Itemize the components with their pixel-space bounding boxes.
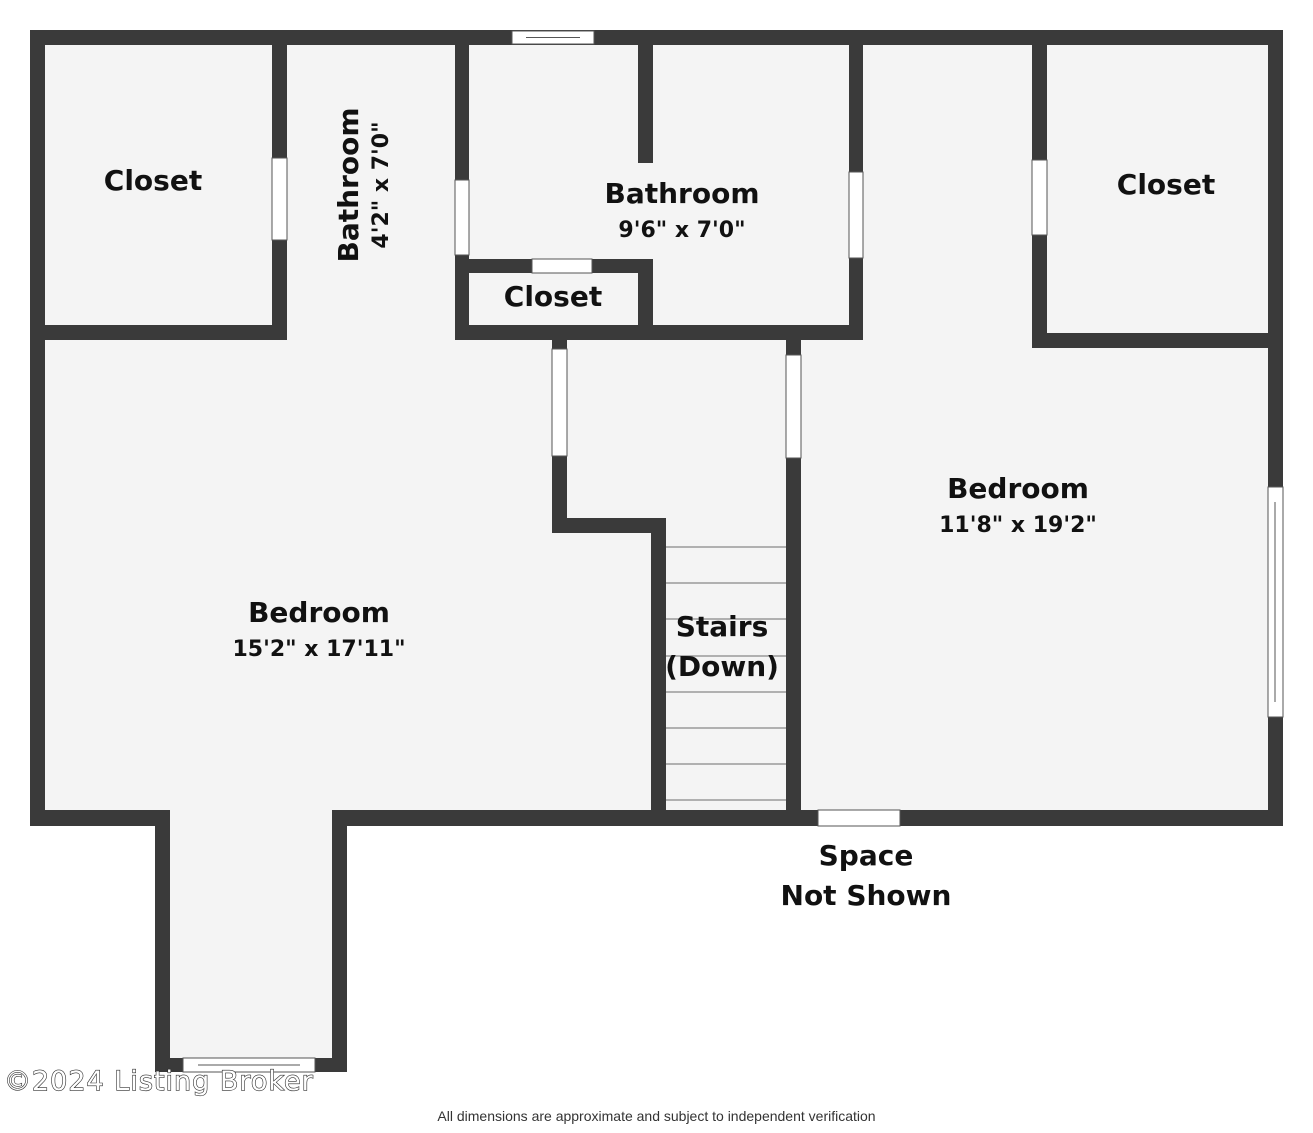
opening-south [817, 809, 901, 827]
bathroom-small-dims: 4'2" x 7'0" [369, 121, 394, 248]
door-closet-mid [531, 258, 593, 274]
space-note-line2: Not Shown [781, 879, 952, 912]
stairs-label: Stairs [676, 610, 769, 643]
door-closet-ne [1031, 159, 1048, 236]
bedroom-west-dims: 15'2" x 17'11" [232, 637, 405, 662]
bathroom-small-label: Bathroom [332, 107, 365, 262]
stair-treads [666, 546, 786, 801]
bathroom-main-label: Bathroom [604, 177, 759, 210]
copyright-watermark: ©2024 Listing Broker [3, 1065, 314, 1097]
closet-mid-label: Closet [504, 280, 602, 313]
door-closet-nw [271, 157, 288, 241]
space-note-line1: Space [819, 839, 914, 872]
door-hall-west [551, 348, 568, 457]
bathroom-small-label-group: Bathroom 4'2" x 7'0" [332, 107, 394, 262]
door-bathroom-small [454, 179, 470, 256]
closet-nw-label: Closet [104, 164, 202, 197]
bedroom-east-label: Bedroom [947, 472, 1089, 505]
door-bathroom-main [848, 171, 864, 259]
bathroom-main-dims: 9'6" x 7'0" [618, 218, 745, 243]
closet-ne-label: Closet [1117, 168, 1215, 201]
bedroom-east-dims: 11'8" x 19'2" [939, 513, 1097, 538]
door-hall-east [785, 354, 802, 459]
disclaimer-text: All dimensions are approximate and subje… [437, 1108, 876, 1124]
bedroom-west-label: Bedroom [248, 596, 390, 629]
openings [182, 30, 1284, 1073]
stairs-direction: (Down) [665, 650, 779, 683]
